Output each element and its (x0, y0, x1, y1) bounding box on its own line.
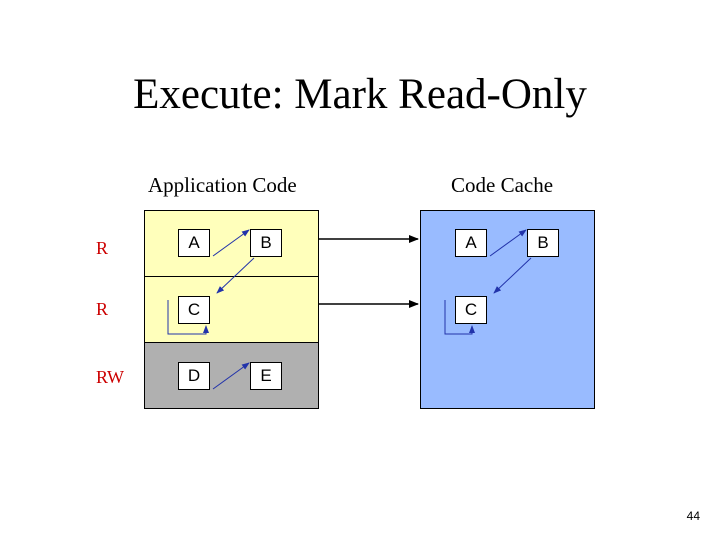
code-cache-region (420, 210, 595, 409)
permission-label-row-3: RW (96, 367, 125, 387)
app-code-page-1 (144, 210, 319, 277)
permission-label-row-2: R (96, 299, 109, 319)
app-block-b: B (250, 229, 282, 257)
slide-title: Execute: Mark Read-Only (133, 71, 587, 118)
cache-block-a: A (455, 229, 487, 257)
app-block-c: C (178, 296, 210, 324)
cache-block-c: C (455, 296, 487, 324)
app-code-page-3 (144, 342, 319, 409)
permission-label-row-1: R (96, 238, 109, 258)
app-code-page-2 (144, 276, 319, 343)
app-block-e: E (250, 362, 282, 390)
page-number: 44 (686, 509, 700, 523)
app-block-a: A (178, 229, 210, 257)
cache-block-b: B (527, 229, 559, 257)
code-cache-label: Code Cache (451, 173, 554, 197)
application-code-label: Application Code (148, 173, 297, 197)
app-block-d: D (178, 362, 210, 390)
